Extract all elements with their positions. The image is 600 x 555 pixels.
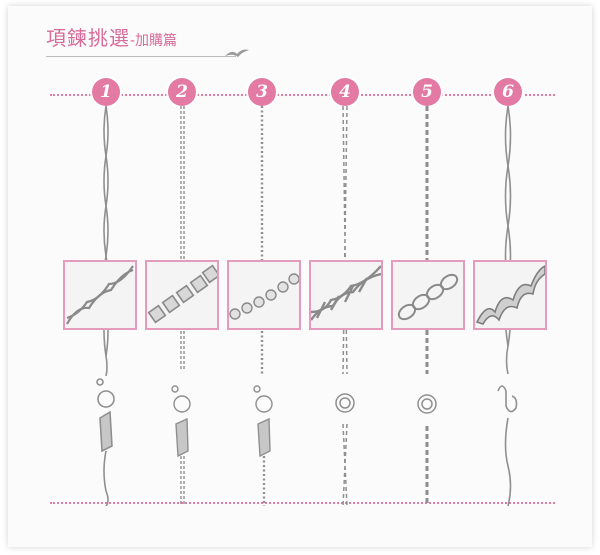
top-dotted-divider bbox=[50, 94, 555, 96]
number-badge-4: 4 bbox=[331, 78, 359, 106]
closeup-thumbnail-3[interactable] bbox=[227, 260, 301, 330]
chain-closeup-icon-4 bbox=[311, 265, 381, 321]
chain-closeup-icon-2 bbox=[147, 264, 217, 324]
chain-closeup-icon-3 bbox=[229, 273, 299, 320]
closeup-thumbnail-4[interactable] bbox=[309, 260, 383, 330]
title-text: 項鍊挑選 bbox=[46, 26, 130, 50]
closeup-thumbnail-1[interactable] bbox=[63, 260, 137, 330]
chain-closeup-icon-5 bbox=[397, 273, 459, 321]
necklace-photo-4[interactable] bbox=[325, 106, 365, 506]
bottom-dotted-divider bbox=[50, 502, 555, 504]
closeup-thumbnail-2[interactable] bbox=[145, 260, 219, 330]
number-badge-3: 3 bbox=[248, 78, 276, 106]
number-badge-6: 6 bbox=[494, 78, 522, 106]
closeup-thumbnail-5[interactable] bbox=[391, 260, 465, 330]
title-underline bbox=[46, 56, 236, 57]
closeup-thumbnail-6[interactable] bbox=[473, 260, 547, 330]
bird-icon bbox=[225, 49, 249, 57]
chain-closeup-icon-6 bbox=[475, 265, 545, 325]
number-badge-5: 5 bbox=[413, 78, 441, 106]
necklace-photo-5[interactable] bbox=[407, 106, 447, 506]
title-subtitle: -加購篇 bbox=[130, 33, 178, 49]
page-title: 項鍊挑選-加購篇 bbox=[46, 22, 177, 51]
number-badge-2: 2 bbox=[168, 78, 196, 106]
necklace-photo-3[interactable] bbox=[242, 106, 282, 506]
number-badge-1: 1 bbox=[92, 78, 120, 106]
chain-closeup-icon-1 bbox=[66, 265, 134, 325]
